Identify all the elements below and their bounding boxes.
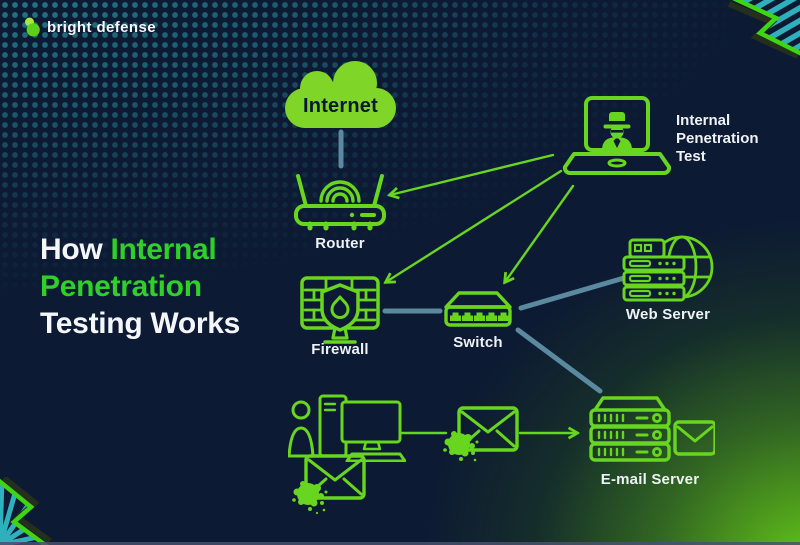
- brand-logo-text: bright defense: [47, 18, 156, 36]
- email-server-icon: [589, 396, 715, 462]
- workstation-icon: [288, 394, 406, 462]
- infected-email-icon: [443, 406, 519, 462]
- link-switch-emailserver: [515, 327, 603, 394]
- web-server-icon: [622, 235, 714, 302]
- green-glow-decoration: [420, 215, 800, 545]
- hacker-figure: [602, 112, 632, 150]
- flame-icon: [330, 295, 350, 319]
- router-icon: [294, 174, 386, 231]
- brand-logo: bright defense: [25, 17, 156, 37]
- title-word-penetration: Penetration: [40, 270, 202, 304]
- envelope-icon: [673, 420, 715, 456]
- internet-cloud-icon: [285, 61, 396, 128]
- arrow-pentest-to-router: [390, 153, 555, 195]
- title-words-testing-works: Testing Works: [40, 307, 241, 341]
- link-switch-webserver: [518, 275, 627, 311]
- title-word-how: How: [40, 233, 111, 266]
- arrow-pentest-to-switch: [505, 184, 575, 282]
- arrow-pentest-to-firewall: [386, 169, 563, 282]
- email-server-label: E-mail Server: [600, 471, 700, 488]
- server-rack: [589, 408, 671, 462]
- infected-email-icon: [292, 454, 366, 515]
- router-label: Router: [315, 235, 365, 252]
- malware-splat-icon: [443, 431, 479, 462]
- web-server-label: Web Server: [625, 306, 711, 323]
- switch-label: Switch: [453, 334, 503, 351]
- internet-label: Internet: [303, 94, 378, 117]
- page-title: How Internal Penetration Testing Works: [40, 231, 240, 343]
- bottom-edge-strip: [0, 542, 800, 545]
- firewall-label: Firewall: [311, 341, 369, 358]
- firewall-icon: [300, 276, 380, 344]
- user-icon: [288, 400, 315, 458]
- zigzag-decoration-top-right: [727, 0, 800, 59]
- switch-icon: [444, 291, 512, 327]
- switch-ports: [450, 312, 509, 321]
- bright-defense-logo-icon: [25, 17, 40, 37]
- malware-splat-icon: [292, 481, 328, 515]
- pentest-laptop-hacker-icon: [562, 96, 672, 175]
- pentest-label: Internal Penetration Test: [676, 112, 759, 165]
- monitor-icon: [340, 400, 402, 444]
- title-word-internal: Internal: [110, 233, 217, 266]
